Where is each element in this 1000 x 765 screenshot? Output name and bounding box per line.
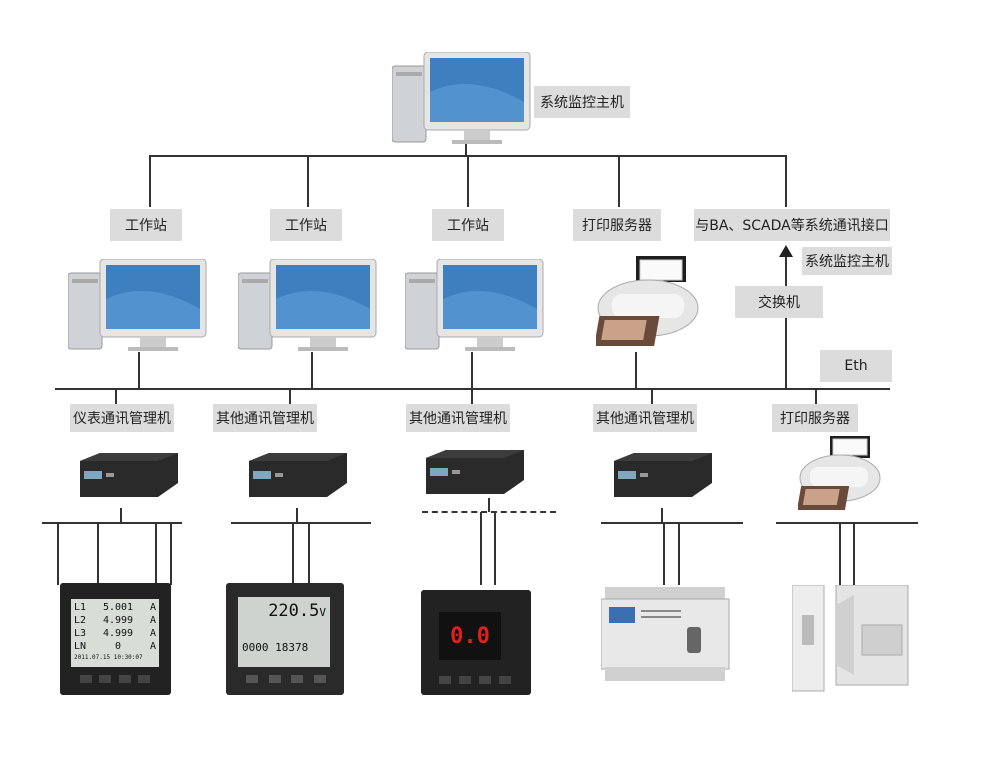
comm-manager-box-icon-4 [614,453,712,501]
d2a [292,522,294,585]
meter1-phase: L1 [74,602,87,613]
eth-label: Eth [820,350,892,382]
drop-print [618,155,620,207]
bus-a [42,522,182,524]
d1a [57,522,59,585]
other-comm-manager-label-1: 其他通讯管理机 [213,404,317,432]
switch-label: 交换机 [735,286,823,318]
cm1-up [115,389,117,405]
d5a [839,522,841,585]
printer-icon-2 [798,436,882,516]
cm4-up [651,389,653,405]
meter-comm-manager-label: 仪表通讯管理机 [70,404,174,432]
cm2-up [289,389,291,405]
print-server-label-2: 打印服务器 [772,404,858,432]
meter1-unit: A [149,615,156,626]
arrow-line [785,254,787,389]
drop-ws1 [149,155,151,207]
d1d [170,522,172,585]
meter1-unit: A [149,602,156,613]
printer-icon [596,256,700,354]
drop-ws2 [307,155,309,207]
meter1-row: LN 0 A [74,640,156,653]
cm3-up [471,389,473,405]
meter2-energy: 0000 18378 [242,641,309,654]
bus-e [776,522,918,524]
meter1-value: 5.001 [102,602,134,613]
power-meter-digit-icon: 220.5V 0000 18378 [226,583,344,695]
meter1-row: L2 4.999 A [74,614,156,627]
meter1-footer: 2011.07.15 10:30:07 [74,654,143,661]
meter1-value: 0 [114,641,122,652]
meter1-unit: A [149,628,156,639]
meter2-voltage-row: 220.5V [242,601,326,621]
drop-ws3 [467,155,469,207]
bus-b-up [296,508,298,523]
meter3-screen: 0.0 [439,612,501,660]
bus-d [601,522,743,524]
ws3-down [471,352,473,389]
meter1-unit: A [149,641,156,652]
meter1-buttons [80,675,150,685]
d1c [155,522,157,585]
bus-d-up [661,508,663,523]
arrow-up-icon [779,245,793,257]
workstation-label-3: 工作站 [432,209,504,241]
d2b [308,522,310,585]
meter1-value: 4.999 [102,615,134,626]
meter1-phase: LN [74,641,87,652]
ws1-down [138,352,140,389]
meter2-unit: V [319,606,326,619]
ws2-down [311,352,313,389]
host-computer-icon [392,52,532,148]
host-down-line [465,142,467,156]
meter2-buttons [246,675,326,685]
workstation-computer-icon-3 [405,259,545,355]
bus-c-up [488,498,490,512]
meter1-row: L3 4.999 A [74,627,156,640]
comm-manager-box-icon-1 [80,453,178,501]
meter3-value: 0.0 [450,623,490,649]
d3a [480,512,482,585]
d3b [494,512,496,585]
meter1-value: 4.999 [102,628,134,639]
workstation-label-1: 工作站 [110,209,182,241]
d5b [853,522,855,585]
drop-interface [785,155,787,207]
print-server-label: 打印服务器 [573,209,661,241]
meter1-row: L1 5.001 A [74,601,156,614]
workstation-computer-icon-2 [238,259,378,355]
bus-b [231,522,371,524]
d1b [97,522,99,585]
meter2-screen: 220.5V 0000 18378 [238,597,330,667]
din-module-icon [601,587,731,683]
d4a [663,522,665,585]
bus-a-up [120,508,122,523]
led-meter-icon: 0.0 [421,590,531,695]
d4b [678,522,680,585]
other-comm-manager-label-3: 其他通讯管理机 [593,404,697,432]
print2-up [815,389,817,405]
interface-label: 与BA、SCADA等系统通讯接口 [694,209,890,241]
printer-down [635,352,637,389]
workstation-computer-icon-1 [68,259,208,355]
monitor-host-label: 系统监控主机 [534,86,630,118]
monitor-host-label-2: 系统监控主机 [802,247,892,275]
bus-c-dashed [422,511,556,513]
meter2-voltage: 220.5 [268,601,320,621]
comm-manager-box-icon-2 [249,453,347,501]
meter3-buttons [439,676,511,686]
other-comm-manager-label-2: 其他通讯管理机 [406,404,510,432]
meter1-phase: L2 [74,615,87,626]
workstation-label-2: 工作站 [270,209,342,241]
meter1-phase: L3 [74,628,87,639]
din-rail-breaker-icon [792,585,912,695]
comm-manager-box-icon-3 [426,450,524,498]
